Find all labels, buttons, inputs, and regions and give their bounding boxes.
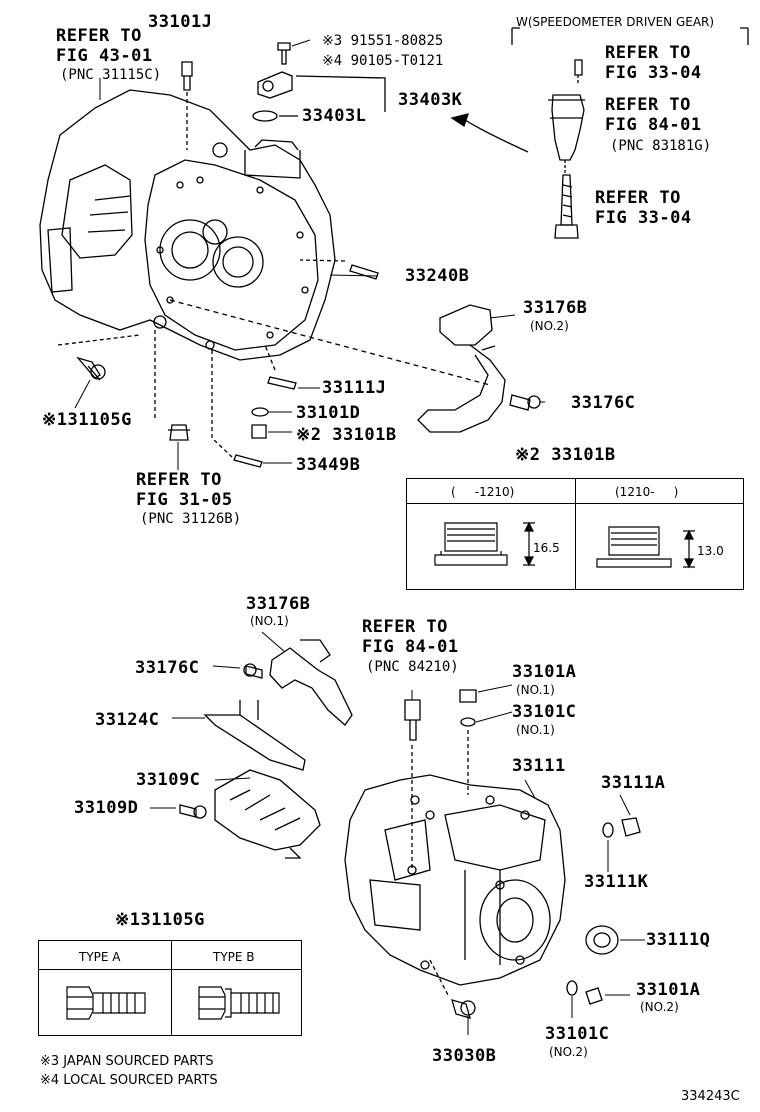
no1-label: (NO.1) <box>516 723 555 737</box>
refer-to-label: REFER TO <box>605 43 691 63</box>
part-33176C-label: 33176C <box>571 393 636 413</box>
part-33111K-label: 33111K <box>584 872 649 892</box>
no1-label: (NO.1) <box>250 614 289 628</box>
type-b-header: TYPE B <box>213 950 255 964</box>
fig-31-05-label: FIG 31-05 <box>136 490 233 510</box>
note4-90105-label: ※4 90105-T0121 <box>322 53 444 69</box>
figure-code: 334243C <box>681 1089 740 1104</box>
no2-label: (NO.2) <box>530 319 569 333</box>
part-33109C-label: 33109C <box>136 770 201 790</box>
fig-33-04-label: FIG 33-04 <box>595 208 692 228</box>
part-33111J-label: 33111J <box>322 378 387 398</box>
part-33101B-table: ( -1210) (1210- ) 16.5 13.0 <box>406 478 744 590</box>
part-33403L-label: 33403L <box>302 106 367 126</box>
fig-33-04-label: FIG 33-04 <box>605 63 702 83</box>
no2-label: (NO.2) <box>640 1000 679 1014</box>
part-33124C-label: 33124C <box>95 710 160 730</box>
part-33109D-label: 33109D <box>74 798 139 818</box>
dimension-13-0: 13.0 <box>697 544 724 558</box>
part-33111Q-label: 33111Q <box>646 930 711 950</box>
transmission-case-illustration <box>344 774 641 1019</box>
no1-label: (NO.1) <box>516 683 555 697</box>
part-33101C-label: 33101C <box>512 702 577 722</box>
upper-small-parts <box>57 42 491 468</box>
footnote-local-sourced: ※4 LOCAL SOURCED PARTS <box>40 1073 218 1088</box>
refer-to-label: REFER TO <box>595 188 681 208</box>
part-31105G-label: ※131105G <box>42 410 132 430</box>
part-33101B-table-title: ※2 33101B <box>515 445 616 465</box>
refer-to-label: REFER TO <box>362 617 448 637</box>
direction-arrow <box>461 117 529 153</box>
part-33101J-label: 33101J <box>148 12 213 32</box>
part-33111A-label: 33111A <box>601 773 666 793</box>
bolt-type-drawings <box>66 986 280 1020</box>
label-leaders <box>74 39 645 1035</box>
table-header-col2: (1210- ) <box>615 485 679 499</box>
fig-84-01-label: FIG 84-01 <box>362 637 459 657</box>
part-33111-label: 33111 <box>512 756 566 776</box>
part-33101A-label: 33101A <box>512 662 577 682</box>
table-header-col1: ( -1210) <box>451 485 515 499</box>
bolt-type-table: TYPE A TYPE B <box>38 940 302 1036</box>
part-33176C-label: 33176C <box>135 658 200 678</box>
speedometer-group-label: W(SPEEDOMETER DRIVEN GEAR) <box>516 15 715 29</box>
dimension-16-5: 16.5 <box>533 541 560 555</box>
bracket-no2-illustration <box>417 304 541 433</box>
part-33403K-label: 33403K <box>398 90 463 110</box>
no2-label: (NO.2) <box>549 1045 588 1059</box>
transmission-housing-illustration <box>39 89 336 361</box>
part-33101B-label: ※2 33101B <box>296 425 397 445</box>
speedometer-parts <box>511 27 749 239</box>
part-33176B-label: 33176B <box>246 594 311 614</box>
pnc-84210-label: (PNC 84210) <box>366 659 459 675</box>
part-33030B-label: 33030B <box>432 1046 497 1066</box>
pnc-31126b-label: (PNC 31126B) <box>140 511 242 527</box>
part-33176B-label: 33176B <box>523 298 588 318</box>
part-33240B-label: 33240B <box>405 266 470 286</box>
footnote-japan-sourced: ※3 JAPAN SOURCED PARTS <box>40 1054 214 1069</box>
note3-91551-label: ※3 91551-80825 <box>322 33 444 49</box>
part-31105G-label: ※131105G <box>115 910 205 930</box>
part-33101A-label: 33101A <box>636 980 701 1000</box>
plug-dimension-drawings <box>434 521 695 569</box>
refer-to-label: REFER TO <box>605 95 691 115</box>
part-33101D-label: 33101D <box>296 403 361 423</box>
fig-43-01-label: FIG 43-01 <box>56 46 153 66</box>
part-33449B-label: 33449B <box>296 455 361 475</box>
refer-to-label: REFER TO <box>136 470 222 490</box>
pnc-83181g-label: (PNC 83181G) <box>610 138 712 154</box>
lower-left-parts <box>179 639 477 870</box>
type-a-header: TYPE A <box>79 950 121 964</box>
fig-84-01-label: FIG 84-01 <box>605 115 702 135</box>
part-33101C-label: 33101C <box>545 1024 610 1044</box>
refer-to-label: REFER TO <box>56 26 142 46</box>
pnc-31115c-label: (PNC 31115C) <box>60 67 162 83</box>
